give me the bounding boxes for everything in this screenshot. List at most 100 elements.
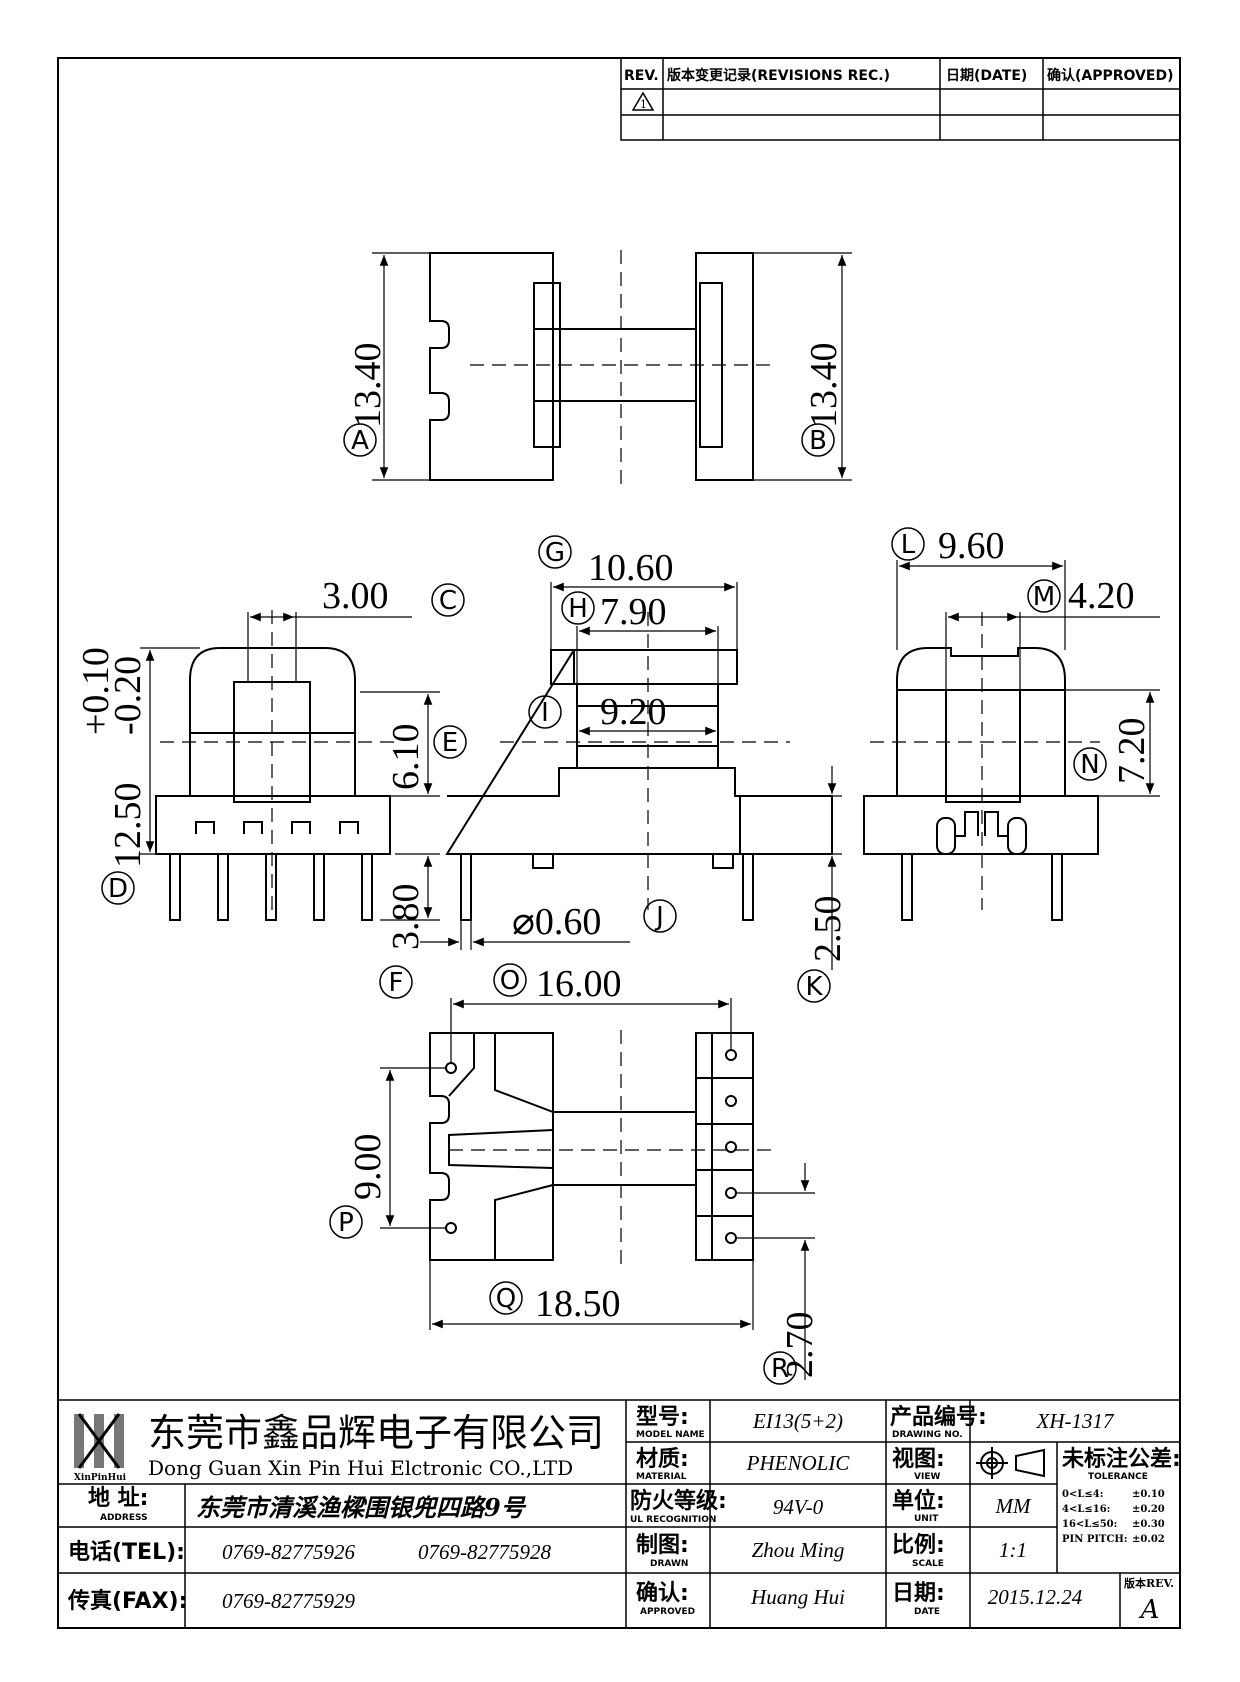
svg-text:R: R [771,1354,789,1384]
svg-text:I: I [541,698,549,728]
callout-p: P [329,1205,363,1239]
tolerance-label: 未标注公差: [1062,1446,1181,1472]
callout-i: I [528,695,562,729]
revision-date-header: 日期(DATE) [946,68,1027,84]
tolerance-value: ±0.20 [1132,1504,1165,1515]
dim-d [140,647,200,855]
dim-g [550,582,738,650]
tolerance-value: ±0.30 [1132,1519,1165,1530]
dim-h-value: 7.90 [600,591,667,633]
material-label-en: MATERIAL [636,1472,687,1482]
dim-q-value: 18.50 [535,1283,621,1325]
address-label-en: ADDRESS [100,1513,148,1523]
callout-m: M [1027,579,1061,613]
company-logo-icon: XinPinHui [74,1413,127,1483]
drawn-value: Zhou Ming [752,1538,845,1562]
dim-l [896,560,1066,650]
top-view-centerlines [470,250,775,486]
svg-text:A: A [351,426,369,456]
drawing-no-label: 产品编号: [890,1404,987,1430]
svg-text:P: P [338,1208,354,1238]
ul-label-en: UL RECOGNITION [630,1515,716,1525]
svg-text:J: J [654,902,664,932]
dim-q [429,1260,754,1330]
svg-text:G: G [545,538,565,568]
svg-text:N: N [1080,750,1099,780]
dim-l-value: 9.60 [938,525,1005,567]
rev-value: A [1139,1595,1160,1625]
callout-g: G [538,535,572,569]
front-view-centerlines [500,612,790,910]
ul-label: 防火等级: [630,1488,727,1514]
callout-l: L [891,527,925,561]
dim-k [770,766,842,970]
sheet-border [57,57,1181,1629]
dim-h [576,626,719,684]
dim-j [420,920,630,950]
dim-o [450,998,732,1063]
drawing-no-label-en: DRAWING NO. [892,1430,963,1440]
svg-text:H: H [568,594,588,624]
dim-e [360,691,440,797]
dim-p-value: 9.00 [347,1134,389,1201]
model-value: EI13(5+2) [752,1409,843,1433]
callout-k: K [797,969,831,1003]
material-label: 材质: [636,1447,689,1472]
logo-text: XinPinHui [74,1473,127,1483]
model-label: 型号: [636,1405,689,1430]
revisions-record-header: 版本变更记录(REVISIONS REC.) [667,67,890,84]
svg-text:Q: Q [496,1284,516,1314]
company-name-en: Dong Guan Xin Pin Hui Elctronic CO.,LTD [148,1456,573,1480]
rev-label: 版本REV. [1124,1576,1174,1590]
view-label: 视图: [892,1446,945,1472]
dim-b [753,252,852,481]
date-label-en: DATE [914,1607,940,1617]
unit-value: MM [995,1494,1032,1518]
tolerance-value: ±0.02 [1132,1534,1165,1545]
revision-marker-icon: 1 [631,91,655,111]
address-value: 东莞市清溪渔樑围银兜四路9号 [196,1493,527,1522]
dim-c-value: 3.00 [322,575,389,617]
dim-a-value: 13.40 [347,343,389,429]
callout-f: F [379,965,413,999]
approved-label: 确认: [636,1580,689,1606]
dim-n [1020,689,1160,797]
svg-text:B: B [809,426,827,456]
tel-label: 电话(TEL): [68,1540,185,1565]
dim-p [380,1067,446,1229]
revision-marker-number: 1 [640,98,647,111]
dim-b-value: 13.40 [803,343,845,429]
callout-q: Q [489,1281,523,1315]
revision-table [620,57,1181,141]
fax-label: 传真(FAX): [67,1588,187,1614]
dim-e-value: 6.10 [385,724,427,791]
fax-value: 0769-82775929 [222,1589,355,1613]
dim-m-value: 4.20 [1068,575,1135,617]
scale-value: 1:1 [999,1538,1027,1562]
tolerance-label-en: TOLERANCE [1088,1472,1148,1482]
dim-d-tol-minus: -0.20 [107,656,149,735]
unit-label: 单位: [892,1488,945,1514]
callout-a: A [343,423,377,457]
dim-d-tol-plus: +0.10 [75,647,117,735]
unit-label-en: UNIT [914,1514,939,1524]
callout-c: C [431,583,465,617]
right-side-view [863,647,1099,921]
dim-f-value: 3.80 [385,884,427,951]
company-name-cn: 东莞市鑫品辉电子有限公司 [148,1411,604,1455]
ul-value: 94V-0 [773,1495,824,1519]
dim-n-value: 7.20 [1111,718,1153,785]
svg-text:E: E [442,728,458,758]
tolerance-range: 0<L≤4: [1062,1489,1103,1500]
rev-column-header: REV. [624,68,659,84]
model-label-en: MODEL NAME [636,1430,705,1440]
dim-r [736,1163,815,1380]
callout-d: D [101,871,135,905]
dim-k-value: 2.50 [807,896,849,963]
dim-i-value: 9.20 [600,691,667,733]
left-view-centerlines [160,610,395,910]
view-label-en: VIEW [914,1472,940,1482]
callout-b: B [801,423,835,457]
callout-o: O [493,963,527,997]
